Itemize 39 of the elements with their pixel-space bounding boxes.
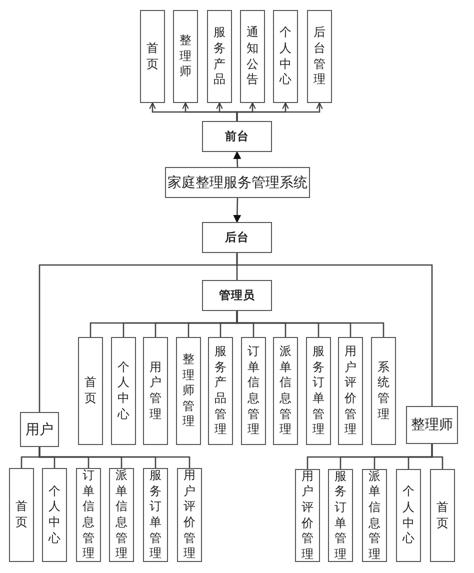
function-box: 服务产品管理 <box>208 337 233 445</box>
function-box: 个人中心 <box>396 469 421 562</box>
function-box: 首页 <box>78 337 103 445</box>
function-box: 服务订单管理 <box>143 468 168 562</box>
role-box: 管理员 <box>202 280 272 311</box>
function-box: 订单信息管理 <box>76 468 101 562</box>
function-box: 派单信息管理 <box>362 469 387 562</box>
function-box: 服务订单管理 <box>306 337 331 445</box>
system-box: 家庭整理服务管理系统 <box>165 167 310 198</box>
function-box: 个人中心 <box>42 468 67 562</box>
menu-box: 后台管理 <box>307 10 332 103</box>
arrow <box>233 198 242 223</box>
module-box: 前台 <box>202 121 272 152</box>
connector-line <box>431 444 444 469</box>
function-box: 派单信息管理 <box>109 468 134 562</box>
menu-box: 通知公告 <box>240 10 265 103</box>
function-box: 用户评价管理 <box>338 337 363 445</box>
function-box: 首页 <box>430 469 455 562</box>
menu-box: 整理师 <box>173 10 198 103</box>
arrow <box>236 102 323 121</box>
function-box: 个人中心 <box>111 337 136 445</box>
function-box: 派单信息管理 <box>273 337 298 445</box>
role-box: 整理师 <box>406 406 458 444</box>
connector-line <box>38 447 190 468</box>
function-box: 用户管理 <box>143 337 168 445</box>
function-box: 系统管理 <box>371 337 396 445</box>
menu-box: 服务产品 <box>207 10 232 103</box>
function-box: 订单信息管理 <box>241 337 266 445</box>
arrow <box>233 151 242 168</box>
function-box: 用户评价管理 <box>177 468 202 562</box>
role-box: 用户 <box>20 412 59 447</box>
function-box: 首页 <box>9 468 34 562</box>
module-box: 后台 <box>202 222 272 253</box>
function-box: 用户评价管理 <box>295 469 320 562</box>
connector-line <box>236 253 433 406</box>
menu-box: 首页 <box>140 10 165 103</box>
function-box: 整理师管理 <box>176 337 201 445</box>
menu-box: 个人中心 <box>273 10 298 103</box>
function-box: 服务订单管理 <box>328 469 353 562</box>
